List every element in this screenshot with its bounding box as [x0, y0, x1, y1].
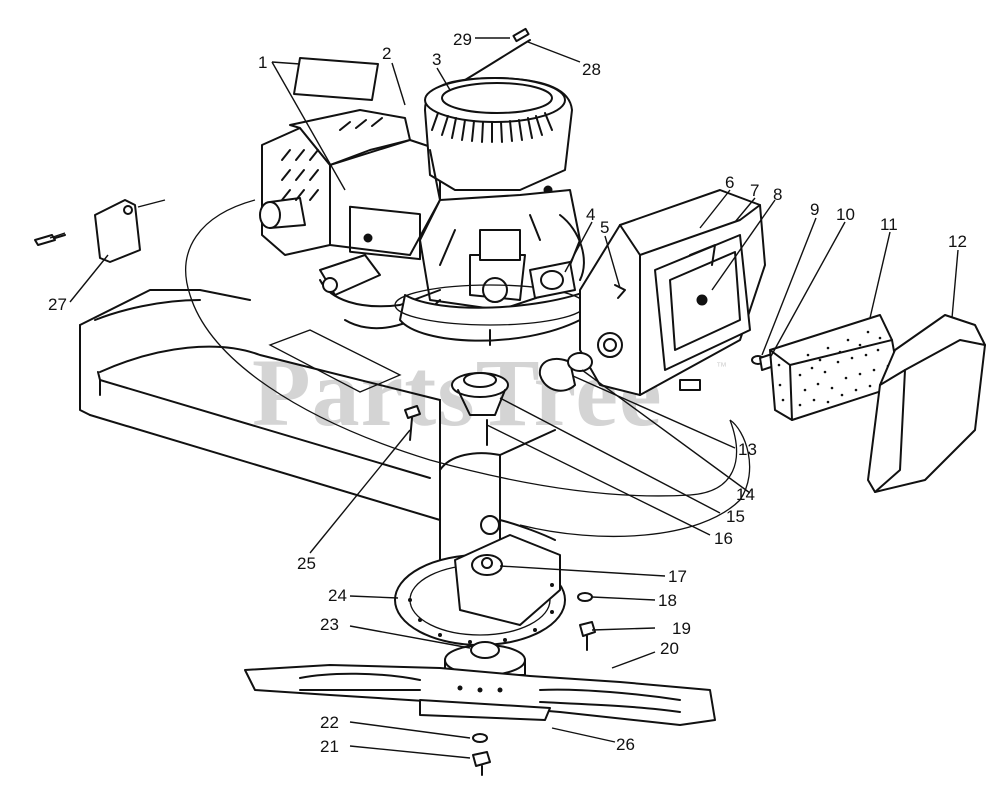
- callout-22: 22: [320, 713, 339, 732]
- shroud-vents: [281, 117, 383, 201]
- primer-fittings: [451, 352, 593, 416]
- callout-7: 7: [750, 181, 759, 200]
- callout-14: 14: [736, 485, 755, 504]
- blade-bolt: [472, 733, 491, 776]
- leader-lines: [49, 37, 959, 759]
- callout-5: 5: [600, 218, 609, 237]
- callout-28: 28: [582, 60, 601, 79]
- callout-15: 15: [726, 507, 745, 526]
- air-cleaner-cover: [867, 314, 986, 493]
- callout-21: 21: [320, 737, 339, 756]
- callout-17: 17: [668, 567, 687, 586]
- callout-11: 11: [880, 215, 898, 234]
- callout-29: 29: [453, 30, 472, 49]
- callout-2: 2: [382, 44, 391, 63]
- air-cleaner-body: [579, 189, 766, 396]
- engine: [259, 77, 591, 346]
- callout-27: 27: [48, 295, 67, 314]
- blade-holes: [457, 685, 503, 693]
- callout-23: 23: [320, 615, 339, 634]
- callout-25: 25: [297, 554, 316, 573]
- callout-10: 10: [836, 205, 855, 224]
- adapter-holes: [408, 583, 554, 644]
- callout-4: 4: [586, 205, 595, 224]
- mower-blade: [244, 664, 716, 726]
- callout-19: 19: [672, 619, 691, 638]
- bolt-washer: [577, 592, 596, 651]
- watermark-trademark: ™: [716, 361, 727, 373]
- callout-18: 18: [658, 591, 677, 610]
- blade-adapter: [394, 534, 566, 646]
- callout-24: 24: [328, 586, 347, 605]
- callout-9: 9: [810, 200, 819, 219]
- callout-3: 3: [432, 50, 441, 69]
- bracket: [94, 199, 141, 263]
- mower-deck: [79, 199, 751, 591]
- foam-texture: [777, 330, 890, 407]
- callout-8: 8: [773, 185, 782, 204]
- callout-6: 6: [725, 173, 734, 192]
- decal: [293, 57, 379, 101]
- callout-12: 12: [948, 232, 967, 251]
- callout-labels: 1 2 3 4 5 6 7 8 9 10 11 12 13 14 15 16 1…: [48, 30, 967, 756]
- callout-1: 1: [258, 53, 267, 72]
- recoil-fins: [431, 112, 553, 143]
- callout-16: 16: [714, 529, 733, 548]
- callout-20: 20: [660, 639, 679, 658]
- callout-26: 26: [616, 735, 635, 754]
- screw-27: [34, 234, 66, 246]
- throttle-cable: [464, 27, 531, 81]
- deck-screws: [404, 405, 488, 446]
- callout-13: 13: [738, 440, 757, 459]
